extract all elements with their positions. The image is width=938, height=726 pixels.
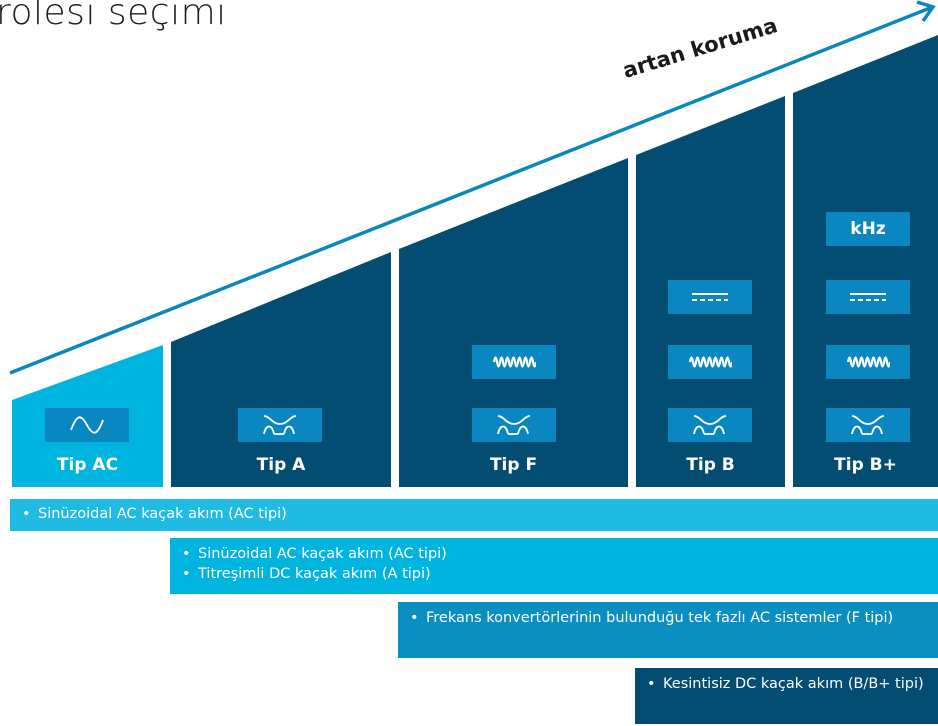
pulsating-dc-icon xyxy=(238,408,322,442)
smooth-dc-icon xyxy=(668,280,752,314)
mixed-frequency-icon xyxy=(472,345,556,379)
column-label-tip-b: Tip B xyxy=(686,455,735,475)
pulsating-dc-icon xyxy=(826,408,910,442)
pulsating-dc-icon xyxy=(668,408,752,442)
bar-item: Frekans konvertörlerinin bulunduğu tek f… xyxy=(410,608,926,628)
description-bar-f: Frekans konvertörlerinin bulunduğu tek f… xyxy=(398,602,938,658)
protection-arrow-line xyxy=(9,6,931,375)
bar-item: Kesintisiz DC kaçak akım (B/B+ tipi) xyxy=(647,674,926,694)
smooth-dc-icon xyxy=(826,280,910,314)
sine-wave-icon xyxy=(45,408,129,442)
bar-item: Titreşimli DC kaçak akım (A tipi) xyxy=(182,564,926,584)
khz-icon: kHz xyxy=(826,212,910,246)
protection-arrow-head xyxy=(916,0,936,23)
khz-label: kHz xyxy=(850,219,886,239)
column-label-tip-ac: Tip AC xyxy=(56,455,119,475)
pulsating-dc-icon xyxy=(472,408,556,442)
page-title: rolesi seçimi xyxy=(0,0,227,33)
column-label-tip-a: Tip A xyxy=(256,455,306,475)
description-bar-b: Kesintisiz DC kaçak akım (B/B+ tipi) xyxy=(635,668,938,724)
mixed-frequency-icon xyxy=(826,345,910,379)
description-bar-a: Sinüzoidal AC kaçak akım (AC tipi) Titre… xyxy=(170,538,938,594)
bar-item: Sinüzoidal AC kaçak akım (AC tipi) xyxy=(182,544,926,564)
mixed-frequency-icon xyxy=(668,345,752,379)
bar-item: Sinüzoidal AC kaçak akım (AC tipi) xyxy=(22,504,926,524)
description-bar-ac: Sinüzoidal AC kaçak akım (AC tipi) xyxy=(10,499,938,531)
column-label-tip-bplus: Tip B+ xyxy=(834,455,897,475)
column-tip-a xyxy=(171,252,391,487)
column-label-tip-f: Tip F xyxy=(489,455,538,475)
column-tip-f xyxy=(399,158,628,487)
